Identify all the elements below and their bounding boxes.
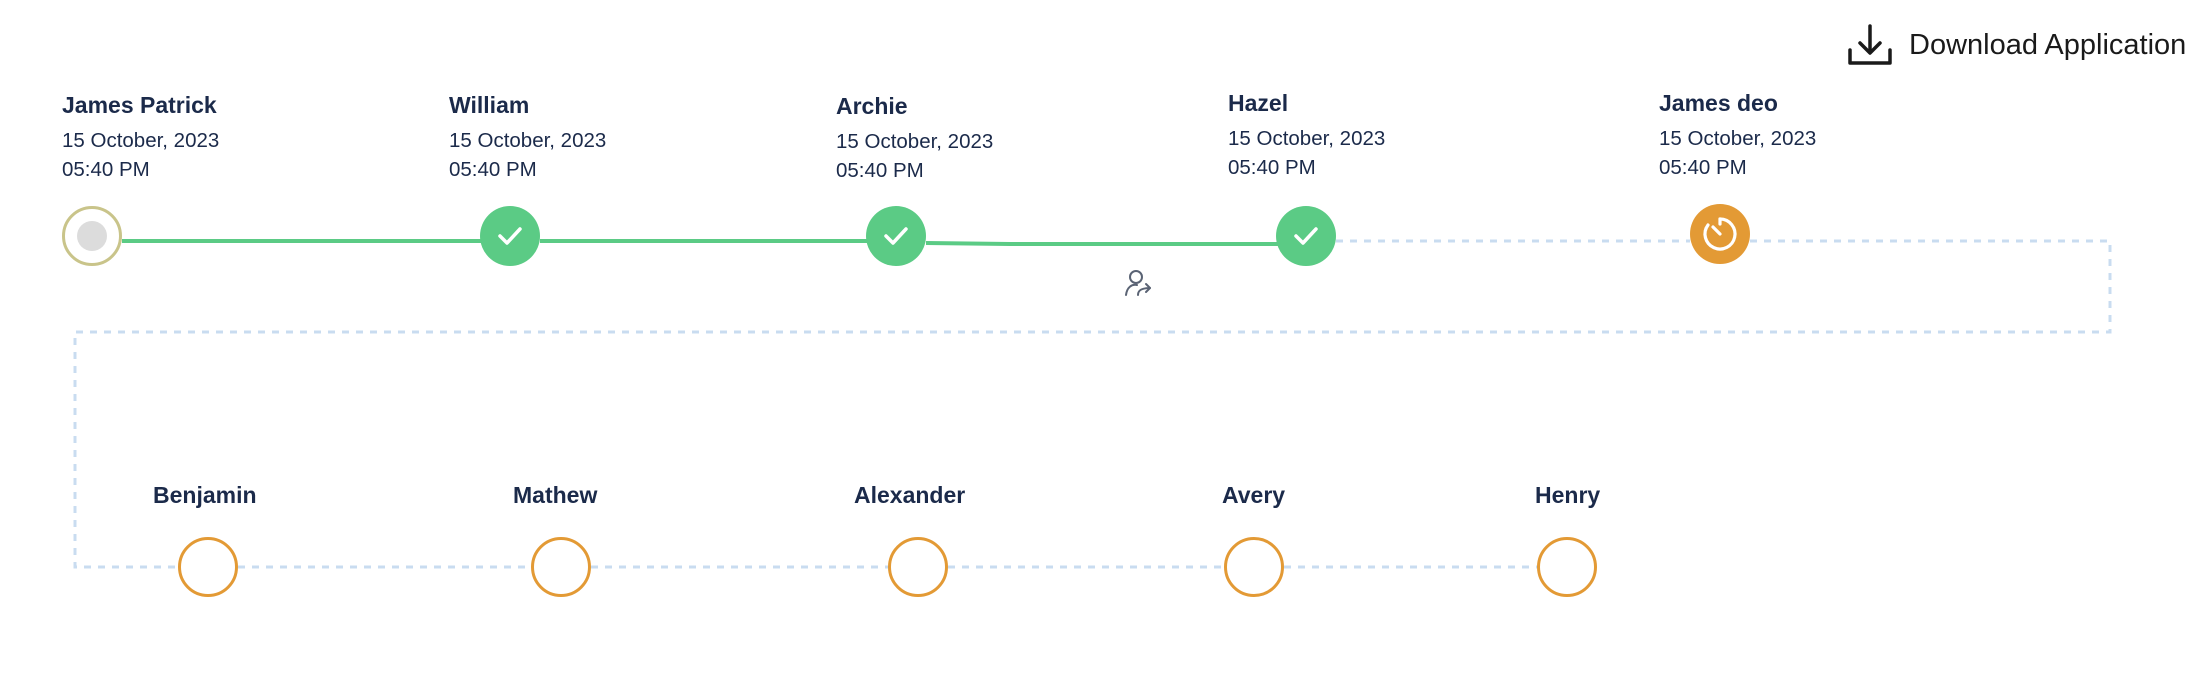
step-name: Avery — [1222, 482, 1286, 508]
step-node-james-deo[interactable] — [1690, 204, 1750, 264]
step-label-james-deo: James deo 15 October, 2023 05:40 PM — [1659, 88, 1816, 182]
step-date: 15 October, 2023 — [1659, 127, 1817, 150]
step-label-william: William 15 October, 2023 05:40 PM — [449, 90, 606, 184]
step-label-hazel: Hazel 15 October, 2023 05:40 PM — [1228, 88, 1385, 182]
step-node-avery[interactable] — [1224, 537, 1284, 597]
step-label-james-patrick: James Patrick 15 October, 2023 05:40 PM — [62, 90, 219, 184]
step-time: 05:40 PM — [1659, 156, 1747, 179]
step-time: 05:40 PM — [836, 159, 924, 182]
step-name: Hazel — [1228, 90, 1289, 116]
step-date: 15 October, 2023 — [836, 130, 994, 153]
step-name: James Patrick — [62, 92, 217, 118]
step-node-james-patrick[interactable] — [62, 206, 122, 266]
step-label-avery: Avery — [1222, 480, 1285, 510]
step-time: 05:40 PM — [1228, 156, 1316, 179]
step-node-henry[interactable] — [1537, 537, 1597, 597]
step-name: Benjamin — [153, 482, 257, 508]
step-node-william[interactable] — [480, 206, 540, 266]
step-label-archie: Archie 15 October, 2023 05:40 PM — [836, 91, 993, 185]
started-dot-icon — [77, 221, 107, 251]
step-name: Archie — [836, 93, 908, 119]
step-time: 05:40 PM — [62, 158, 150, 181]
step-name: Henry — [1535, 482, 1601, 508]
step-node-mathew[interactable] — [531, 537, 591, 597]
step-date: 15 October, 2023 — [62, 129, 220, 152]
step-date: 15 October, 2023 — [1228, 127, 1386, 150]
connector-archie-hazel — [925, 241, 1278, 246]
checkmark-icon — [1294, 227, 1318, 245]
step-label-mathew: Mathew — [513, 480, 597, 510]
timer-icon — [1703, 217, 1737, 251]
step-name: Mathew — [513, 482, 598, 508]
step-node-archie[interactable] — [866, 206, 926, 266]
step-node-benjamin[interactable] — [178, 537, 238, 597]
step-node-alexander[interactable] — [888, 537, 948, 597]
step-label-benjamin: Benjamin — [153, 480, 257, 510]
download-application-label: Download Application — [1909, 28, 2187, 61]
step-name: James deo — [1659, 90, 1778, 116]
step-label-alexander: Alexander — [854, 480, 965, 510]
step-name: Alexander — [854, 482, 966, 508]
step-label-henry: Henry — [1535, 480, 1600, 510]
download-application-button[interactable]: Download Application — [1845, 20, 2186, 70]
step-name: William — [449, 92, 530, 118]
step-time: 05:40 PM — [449, 158, 537, 181]
step-node-hazel[interactable] — [1276, 206, 1336, 266]
checkmark-icon — [884, 227, 908, 245]
connector-wrap-route — [73, 239, 2112, 569]
checkmark-icon — [498, 227, 522, 245]
step-date: 15 October, 2023 — [449, 129, 607, 152]
download-icon — [1848, 24, 1892, 65]
user-reassign-icon[interactable] — [1124, 268, 1154, 298]
